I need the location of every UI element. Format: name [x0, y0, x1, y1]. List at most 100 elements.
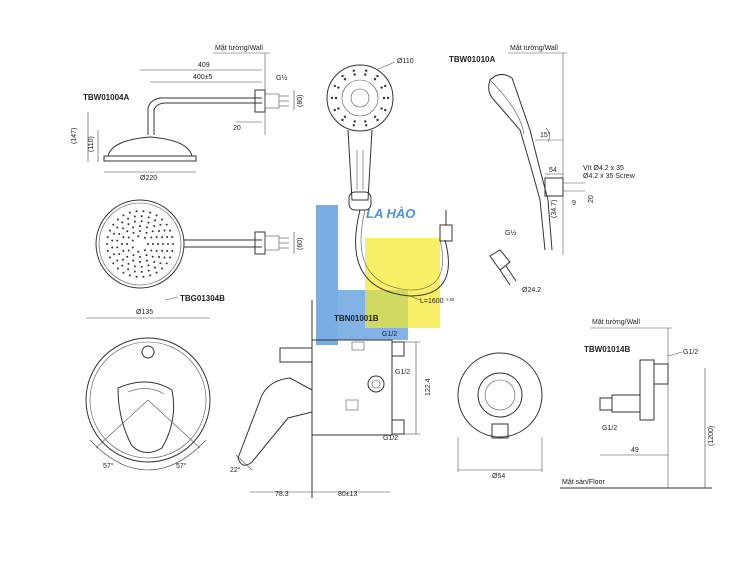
nozzle-dot: [133, 265, 136, 268]
hand-shower-handle: [347, 129, 373, 201]
dim-d110: Ø110: [397, 58, 414, 65]
dim-1200: (1200): [708, 426, 715, 446]
hand-nozzle-dot: [384, 84, 387, 88]
elbow-flange: [639, 359, 655, 421]
nozzle-dot: [140, 215, 143, 218]
wall-flange: [254, 89, 266, 113]
wall-label-2: Mặt tường/Wall: [510, 45, 558, 52]
dim-g12-bottom: G1/2: [383, 435, 398, 442]
head-side-view: TBW01004A Mặt tường/Wall 409 400±5 G½ 20…: [71, 45, 304, 182]
dim-60: (60): [297, 238, 304, 250]
nozzle-dot: [128, 274, 131, 277]
dim-34-7: (34.7): [551, 200, 558, 218]
dim-angle-57-left: 57°: [103, 462, 114, 470]
nozzle-dot: [145, 226, 148, 229]
floor-label: Mặt sàn/Floor: [562, 479, 605, 486]
watermark-logo: LA HÀO: [316, 205, 440, 345]
nozzle-dot: [122, 227, 125, 230]
nozzle-dot: [131, 239, 134, 242]
nozzle-dot: [161, 267, 164, 270]
hand-nozzle-dot: [376, 118, 379, 122]
nozzle-dot: [150, 236, 153, 239]
nozzle-dot: [127, 262, 130, 265]
screw-label-vi: Vít Ø4.2 x 35: [583, 165, 624, 172]
nozzle-dot: [163, 256, 166, 259]
head-model-label: TBW01004A: [83, 93, 129, 102]
nozzle-dot: [116, 259, 119, 262]
dim-elbow-g12-top: G1/2: [683, 349, 698, 356]
nozzle-dot: [165, 223, 168, 226]
nozzle-dot: [122, 214, 125, 217]
dim-elbow-g12-bottom: G1/2: [602, 425, 617, 432]
nozzle-dot: [145, 231, 148, 234]
hand-nozzle-dot: [380, 107, 383, 110]
nozzle-dot: [121, 221, 124, 224]
dim-hose-thread: G½: [505, 229, 516, 237]
head-face-view: (60): [95, 199, 304, 289]
nozzle-dot: [144, 249, 146, 252]
nozzle-dot: [147, 221, 150, 224]
wall-label-1: Mặt tường/Wall: [215, 45, 263, 52]
nozzle-dot: [121, 264, 124, 267]
nozzle-dot: [122, 271, 125, 274]
nozzle-dot: [127, 268, 130, 271]
elbow-model-label: TBW01014B: [584, 345, 630, 354]
nozzle-dot: [132, 254, 135, 257]
elbow-outlet: [611, 394, 640, 413]
hand-nozzle-dot: [380, 86, 383, 89]
nozzle-dot: [169, 229, 172, 232]
nozzle-dot: [127, 249, 130, 252]
hand-nozzle-dot: [353, 120, 356, 123]
nozzle-dot: [154, 219, 156, 222]
hand-nozzle-dot: [384, 108, 387, 112]
hand-nozzle-dot: [364, 120, 367, 123]
nozzle-dot: [108, 229, 111, 232]
nozzle-dot: [108, 256, 111, 259]
nozzle-dot: [118, 233, 121, 235]
dim-d135: Ø135: [136, 309, 153, 316]
nozzle-dot: [106, 249, 109, 252]
nozzle-dot: [149, 274, 152, 277]
hand-nozzle-dot: [333, 108, 336, 112]
nozzle-dot: [112, 262, 115, 265]
dim-arm-length: 409: [198, 62, 210, 69]
nozzle-dot: [116, 218, 119, 221]
dim-wall-gap: 20: [233, 125, 241, 132]
valve-spout: [279, 347, 313, 363]
nozzle-dot: [153, 261, 156, 263]
hose-connector: [489, 249, 511, 271]
hand-nozzle-dot: [334, 96, 338, 100]
hand-nozzle-dot: [337, 86, 340, 89]
elbow-plate: [457, 352, 543, 438]
hand-model-label: TBW01010A: [449, 55, 495, 64]
wall-label-3: Mặt tường/Wall: [592, 319, 640, 326]
body-model-label: TBN01001B: [334, 314, 379, 323]
valve-body: TBN01001B 122.4 G1/2 G1/2 G1/2 22° 78.3 …: [230, 300, 432, 498]
nozzle-dot: [111, 239, 114, 242]
nozzle-dot: [116, 239, 119, 242]
nozzle-dot: [147, 264, 150, 267]
dim-d220: Ø220: [140, 175, 157, 182]
dim-g12-top: G1/2: [382, 331, 397, 338]
shower-arm: [147, 97, 262, 135]
nozzle-dot: [127, 217, 130, 220]
hand-nozzle-dot: [343, 115, 347, 119]
nozzle-dot: [111, 246, 114, 249]
hand-nozzle-dot: [376, 74, 379, 78]
nozzle-dot: [113, 253, 115, 256]
nozzle-dot: [127, 236, 130, 239]
nozzle-dot: [161, 236, 163, 239]
nozzle-dot: [122, 249, 125, 252]
nozzle-dot: [165, 262, 168, 265]
hand-shower-front: Ø110 L=1600 ⁺³⁰: [326, 58, 455, 305]
nozzle-dot: [131, 246, 134, 249]
nozzle-dot: [162, 243, 164, 245]
dim-angle-22: 22°: [230, 466, 241, 474]
dim-122-4: 122.4: [425, 378, 432, 396]
hand-nozzle-dot: [386, 96, 390, 100]
hand-nozzle-dot: [373, 78, 377, 81]
nozzle-dot: [140, 265, 143, 268]
dim-78-3: 78.3: [275, 491, 289, 498]
nozzle-dot: [112, 223, 115, 226]
